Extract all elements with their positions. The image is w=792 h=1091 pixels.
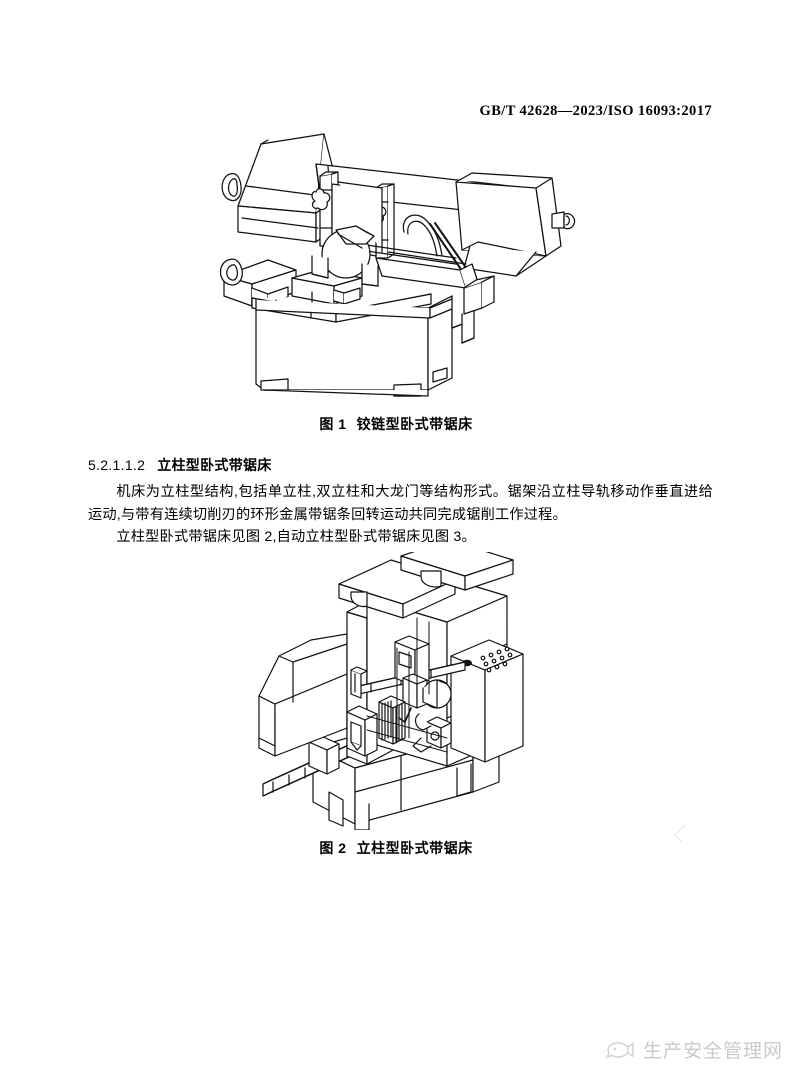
hinge-type-horizontal-band-saw-line-drawing: [219, 133, 576, 397]
clause-number: 5.2.1.1.2: [88, 457, 146, 473]
page-header-standard-number: GB/T 42628—2023/ISO 16093:2017: [479, 103, 712, 119]
figure-1-caption-number: 图 1: [319, 416, 347, 432]
speech-bubble-fish-icon: [605, 1041, 634, 1058]
body-paragraph-2: 立柱型卧式带锯床见图 2,自动立柱型卧式带锯床见图 3。: [116, 529, 476, 545]
body-paragraph-1: 机床为立柱型结构,包括单立柱,双立柱和大龙门等结构形式。锯架沿立柱导轨移动作垂直…: [88, 484, 713, 523]
column-type-horizontal-band-saw-line-drawing: [258, 552, 524, 830]
figure-2-caption-title: 立柱型卧式带锯床: [356, 840, 473, 856]
body-text-block: 机床为立柱型结构,包括单立柱,双立柱和大龙门等结构形式。锯架沿立柱导轨移动作垂直…: [88, 481, 713, 549]
clause-title: 立柱型卧式带锯床: [157, 457, 272, 473]
clause-heading: 5.2.1.1.2 立柱型卧式带锯床: [88, 455, 272, 475]
figure-1-caption-title: 铰链型卧式带锯床: [356, 416, 473, 432]
watermark-text: 生产安全管理网: [643, 1041, 784, 1062]
figure-1-caption: 图 1 铰链型卧式带锯床: [0, 414, 792, 434]
watermark: 生产安全管理网: [604, 1036, 783, 1063]
figure-2-caption: 图 2 立柱型卧式带锯床: [0, 838, 792, 858]
figure-2-block: 图 2 立柱型卧式带锯床: [0, 552, 792, 858]
figure-2-caption-number: 图 2: [319, 840, 347, 856]
figure-1-block: 图 1 铰链型卧式带锯床: [0, 128, 792, 434]
